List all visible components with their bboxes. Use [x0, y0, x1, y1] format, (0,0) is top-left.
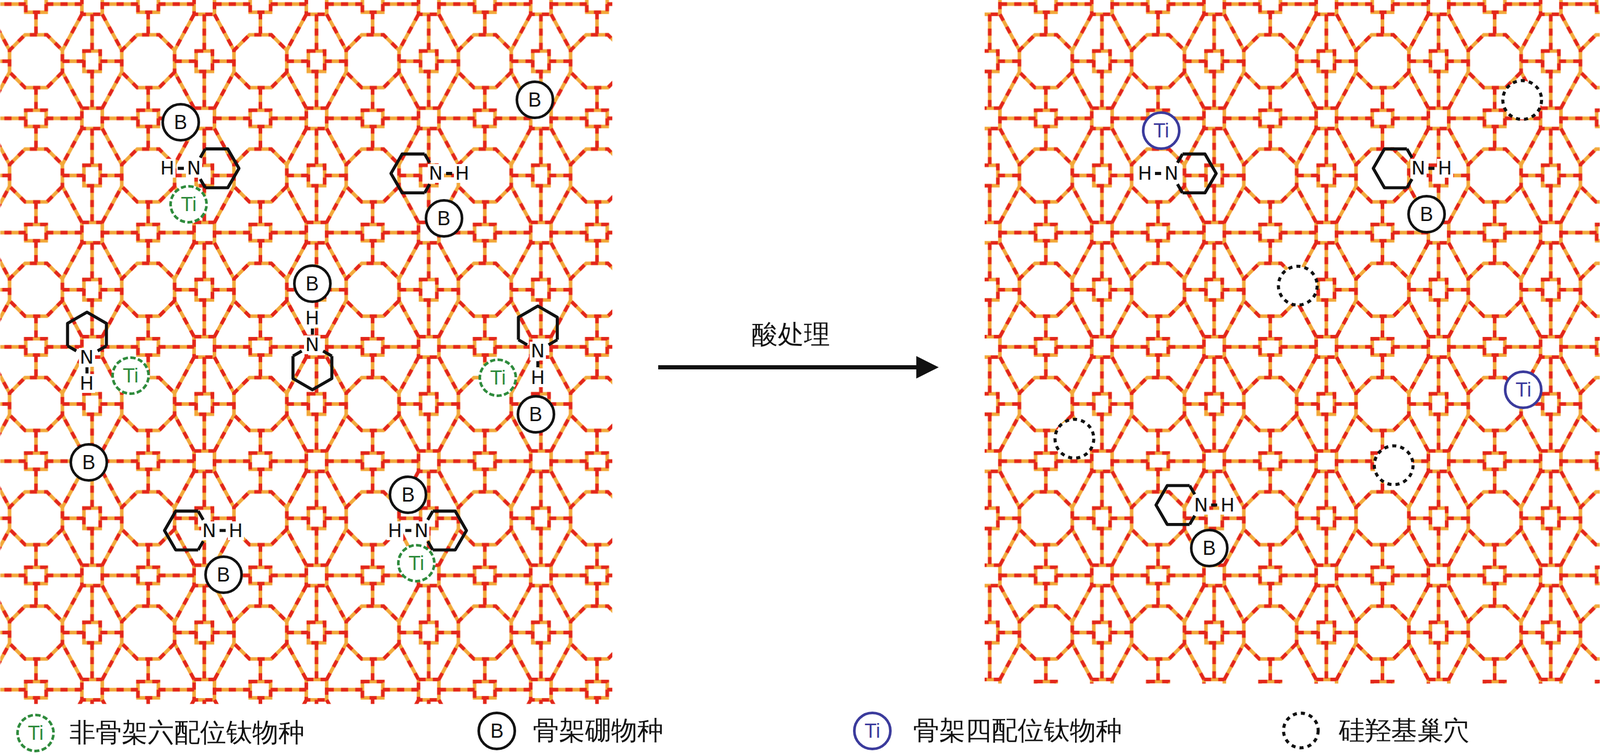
species-letter: B [401, 484, 415, 505]
piperidine-ring [1373, 148, 1435, 188]
species-letter: Ti [27, 722, 44, 743]
atom-label: N [201, 521, 218, 541]
species-letter: B [82, 452, 96, 473]
atom-label: H [1136, 164, 1153, 183]
atom-label: N [413, 521, 430, 541]
zeolite-framework [984, 0, 1600, 684]
species-circle: Ti [478, 358, 518, 397]
species-letter: B [1202, 538, 1216, 558]
legend-text: 硅羟基巢穴 [1338, 716, 1470, 745]
silanol-nest [1278, 266, 1317, 306]
species-circle: Ti [16, 713, 55, 753]
atom-label: H [1437, 158, 1454, 178]
species-letter: B [173, 112, 188, 133]
species-circle: B [204, 555, 243, 594]
atom-label: N [529, 341, 546, 361]
species-letter: Ti [864, 720, 881, 741]
piperidine-ring [390, 154, 452, 193]
species-circle: Ti [111, 356, 150, 395]
atom-label: H [159, 158, 176, 178]
species-circle: Ti [1141, 111, 1181, 150]
species-letter: Ti [180, 194, 197, 215]
atom-label: N [1410, 158, 1427, 178]
atom-label: N [1163, 164, 1180, 183]
atom-label: H [78, 374, 96, 393]
atom-label: N [78, 347, 96, 367]
species-letter: B [1419, 204, 1433, 225]
species-letter: Ti [489, 367, 506, 388]
atom-label: N [304, 335, 321, 355]
species-letter: Ti [1515, 379, 1532, 400]
piperidine-ring [177, 148, 239, 188]
species-letter: B [437, 208, 451, 229]
species-letter: Ti [1153, 120, 1170, 141]
species-letter: B [216, 564, 230, 585]
species-letter: B [529, 404, 543, 425]
atom-label: N [185, 158, 203, 178]
piperidine-ring [164, 510, 226, 550]
species-circle: B [424, 199, 464, 238]
atom-label: N [427, 164, 445, 183]
piperidine-ring [1154, 154, 1217, 193]
species-circle: B [1189, 528, 1229, 568]
atom-label: H [529, 368, 546, 388]
atom-label: H [386, 521, 403, 541]
species-circle: B [515, 80, 555, 120]
species-circle: B [516, 394, 556, 434]
species-letter: B [305, 273, 319, 294]
species-letter: B [528, 89, 542, 110]
species-circle: B [1407, 194, 1446, 234]
legend-text: 非骨架六配位钛物种 [69, 718, 305, 747]
species-letter: Ti [122, 365, 139, 386]
legend-text: 骨架硼物种 [532, 716, 664, 745]
piperidine-ring [293, 328, 332, 390]
species-letter: B [490, 720, 504, 741]
silanol-nest [1502, 80, 1542, 120]
atom-label: N [1193, 495, 1210, 515]
species-letter: Ti [408, 553, 425, 574]
process-label: 酸处理 [751, 320, 831, 349]
species-circle: Ti [169, 184, 208, 224]
arrow-head [916, 356, 939, 379]
species-circle: Ti [396, 543, 436, 583]
atom-label: H [453, 164, 471, 183]
zeolite-framework [0, 0, 613, 704]
species-circle: B [293, 264, 332, 303]
legend-text: 骨架四配位钛物种 [913, 716, 1123, 745]
atom-label: H [304, 308, 321, 328]
species-circle: B [69, 442, 109, 482]
atom-label: H [1219, 495, 1236, 515]
piperidine-ring [518, 306, 557, 368]
process-arrow [658, 365, 921, 370]
atom-label: H [227, 521, 244, 541]
species-circle: B [477, 711, 517, 751]
piperidine-ring [67, 312, 107, 374]
species-circle: B [161, 102, 201, 142]
silanol-nest [1055, 419, 1094, 459]
silanol-nest [1283, 713, 1318, 748]
piperidine-ring [1155, 485, 1218, 524]
species-circle: Ti [853, 711, 892, 751]
silanol-nest [1374, 445, 1413, 485]
